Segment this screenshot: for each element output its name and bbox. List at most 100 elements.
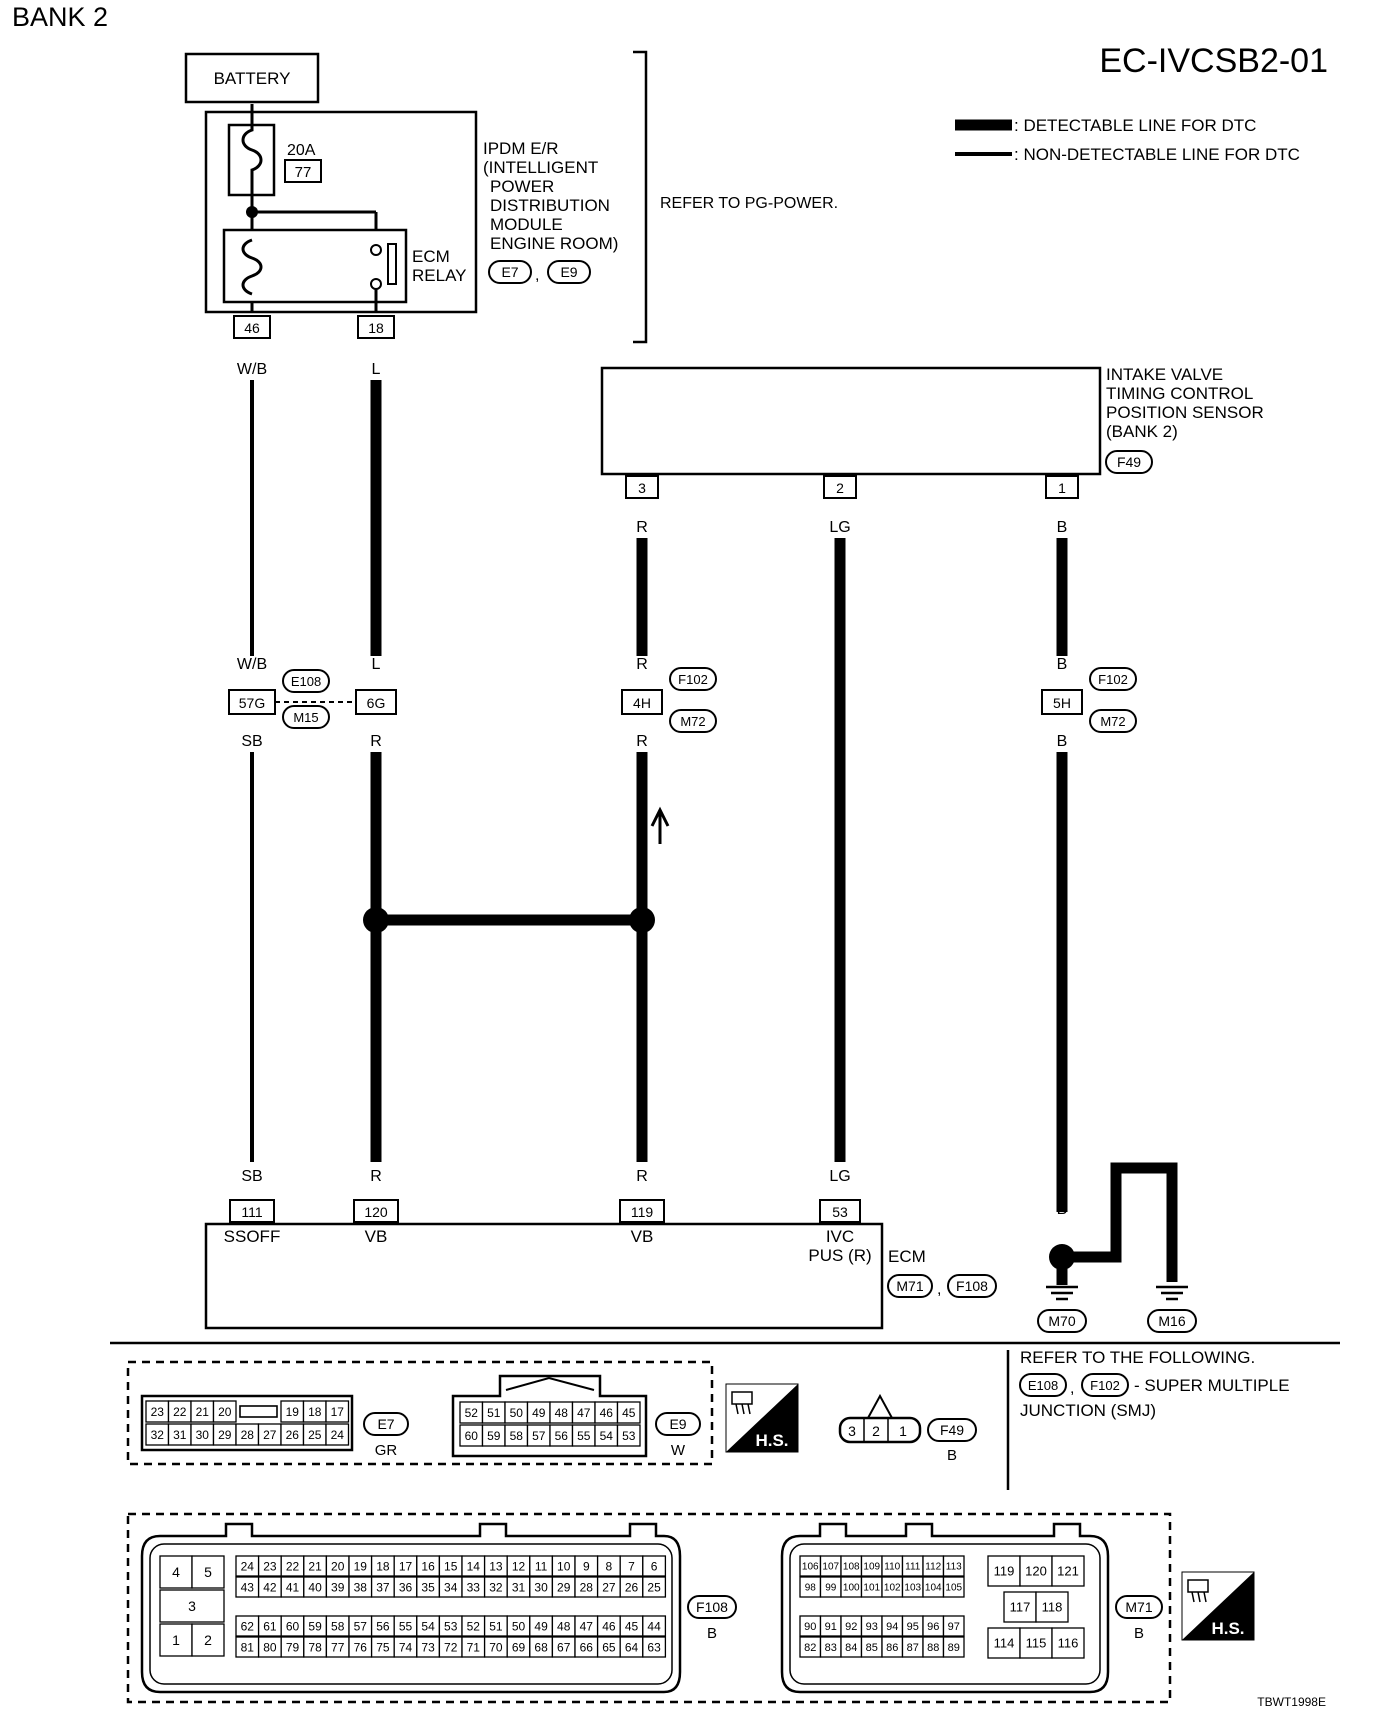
relay-label-2: RELAY: [412, 266, 467, 285]
connector-m71-pin: 113: [946, 1562, 962, 1573]
connector-m71-pin: 110: [884, 1562, 900, 1573]
joint-f102-pill-a: [669, 667, 717, 691]
sensor-name-line: (BANK 2): [1106, 422, 1178, 441]
connector-m71-cell: [1051, 1555, 1085, 1587]
ecm-term-ssoff: SSOFF: [224, 1227, 281, 1246]
joint-m15-pill: [282, 705, 330, 729]
connector-f108-cell: [191, 1555, 225, 1589]
connector-e9-pin: 45: [622, 1406, 636, 1420]
ecm-pin-111-box: [229, 1199, 275, 1223]
connector-m71-pin: 115: [1026, 1636, 1047, 1651]
connector-f108-pin: 62: [241, 1619, 255, 1633]
connector-m71-cell: [942, 1615, 965, 1637]
connector-f108-pin: 24: [241, 1559, 255, 1573]
connector-m71-pin: 93: [866, 1621, 878, 1633]
connector-e9-name: E9: [669, 1416, 686, 1432]
joint-5h-box: [1041, 689, 1083, 715]
connector-e7-pin: 25: [308, 1428, 322, 1442]
connector-f108-pin: 42: [263, 1580, 277, 1594]
connector-e9-pin: 51: [487, 1406, 501, 1420]
joint-f102-b: F102: [1098, 672, 1128, 687]
connector-e9-cell: [616, 1401, 641, 1424]
ground-symbol-m16: [1156, 1285, 1188, 1301]
connector-e7-pin: 21: [196, 1405, 210, 1419]
connector-f108-pin: 34: [444, 1580, 458, 1594]
connector-f108-pin: 6: [651, 1559, 658, 1573]
connector-m71-pin: 104: [925, 1583, 942, 1594]
wire-color-r: R: [636, 656, 648, 673]
hs-badge-text: H.S.: [755, 1431, 788, 1450]
connector-e7-pin: 22: [173, 1405, 187, 1419]
joint-e108-pill: [282, 669, 330, 693]
connector-f108-pin: 67: [557, 1640, 571, 1654]
connector-f49-body: [838, 1416, 922, 1444]
ecm-term-pus: PUS (R): [808, 1246, 871, 1265]
wire-color-r: R: [370, 1168, 382, 1185]
legend-detectable-text: : DETECTABLE LINE FOR DTC: [1014, 116, 1256, 135]
connector-f108-pin: 27: [602, 1580, 616, 1594]
connector-f108-pin: 38: [354, 1580, 368, 1594]
connector-f108-pin: 13: [489, 1559, 503, 1573]
connector-m71-cell: [942, 1555, 965, 1577]
connector-f108-pin: 56: [376, 1619, 390, 1633]
ipdm-pin-18-box: [357, 315, 395, 339]
connector-f108-pin: 60: [286, 1619, 300, 1633]
connector-m71-cell: [987, 1555, 1021, 1587]
sensor-pin-1-box: [1045, 475, 1079, 499]
relay-switch-arm: [387, 243, 397, 285]
joint-6g-box: [355, 689, 397, 715]
connector-e7-pin: 17: [331, 1405, 345, 1419]
hs-badge-connector-icon: [731, 1391, 753, 1415]
sensor-connector-f49-pill: [1105, 450, 1153, 474]
refer-bracket: [633, 50, 648, 344]
connector-f108-pin: 7: [628, 1559, 635, 1573]
connector-m71-pin: 86: [886, 1642, 898, 1654]
connector-f108-pill: [687, 1595, 737, 1619]
connector-e7-pin: 19: [286, 1405, 300, 1419]
refer-note-suffix: - SUPER MULTIPLE: [1134, 1376, 1290, 1395]
connector-f108-color: B: [707, 1625, 717, 1642]
hs-badge-triangle: [726, 1384, 798, 1452]
ipdm-name-line: ENGINE ROOM): [490, 234, 618, 253]
connector-f108-pin: 61: [263, 1619, 277, 1633]
connector-m71-cell: [942, 1636, 965, 1658]
connector-f108-cell: [191, 1623, 225, 1657]
battery-label: BATTERY: [214, 69, 291, 88]
wire-color-l: L: [372, 656, 381, 673]
connector-f108-cell: [642, 1615, 667, 1637]
connector-f108-pin: 65: [602, 1640, 616, 1654]
connector-e9-pin: 59: [487, 1429, 501, 1443]
connector-f108-pin: 26: [625, 1580, 639, 1594]
wire-color-lg: LG: [829, 519, 850, 536]
ground-m70: M70: [1048, 1313, 1075, 1329]
connector-e7-latch: [239, 1405, 278, 1418]
ipdm-name-line: (INTELLIGENT: [483, 158, 598, 177]
connector-e7-pin: 20: [218, 1405, 232, 1419]
connector-f108-pin: 8: [606, 1559, 613, 1573]
connector-e9-pin: 56: [555, 1429, 569, 1443]
connector-f108-pin: 58: [331, 1619, 345, 1633]
joint-4h-box: [621, 689, 663, 715]
hs-badge-text: H.S.: [1211, 1619, 1244, 1638]
connector-f108-pin: 39: [331, 1580, 345, 1594]
wire-b-ground-link: [1062, 1162, 1178, 1282]
connector-m71-pin: 114: [994, 1636, 1015, 1651]
wire-color-wb: W/B: [237, 656, 267, 673]
ecm-connector-f108: F108: [956, 1278, 988, 1294]
connector-f108-pin: 36: [399, 1580, 413, 1594]
connector-f108-cell: [642, 1555, 667, 1577]
legend: : DETECTABLE LINE FOR DTC : NON-DETECTAB…: [955, 116, 1300, 164]
connector-f49-pin: 3: [848, 1423, 856, 1439]
connector-e7-pill: [363, 1412, 409, 1436]
connector-e7-pin: 26: [286, 1428, 300, 1442]
connector-m71-pin: 99: [825, 1583, 837, 1594]
connector-m71-pin: 95: [907, 1621, 919, 1633]
joint-4h: 4H: [633, 695, 651, 711]
joint-57g: 57G: [239, 695, 265, 711]
connector-f49-face: 3 2 1 F49 B: [838, 1393, 977, 1464]
